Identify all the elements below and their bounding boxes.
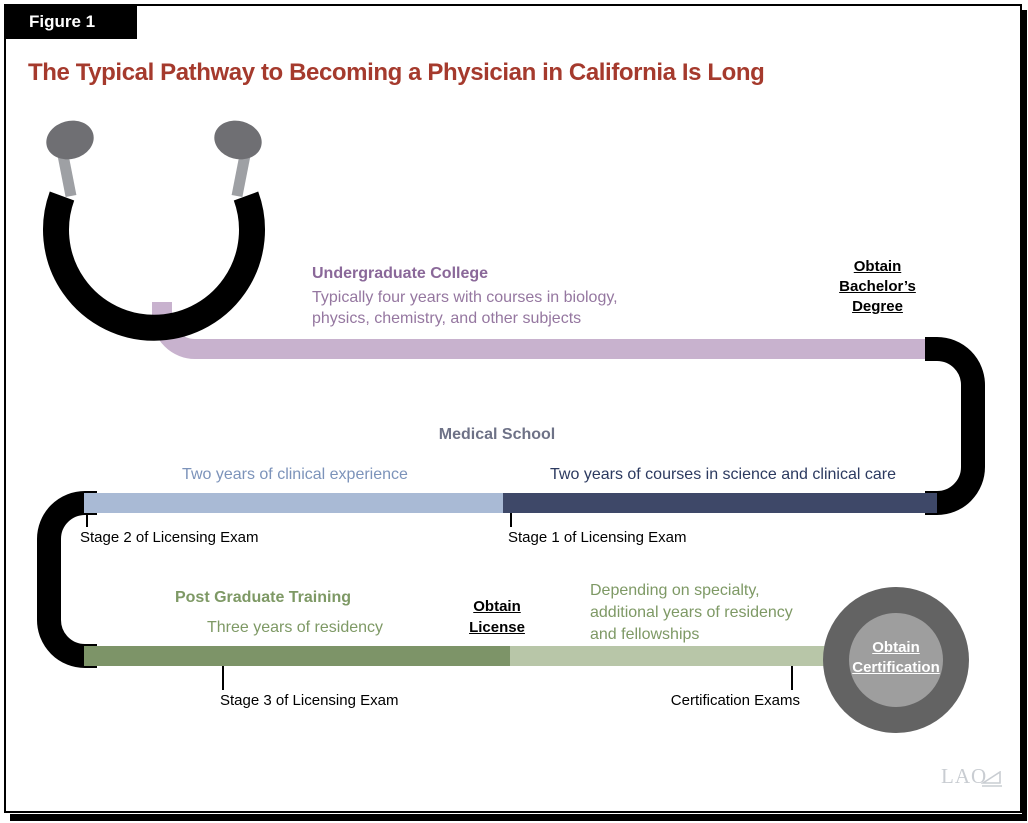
obtain-bachelors-milestone: Obtain Bachelor’s Degree xyxy=(839,258,916,315)
clinical-experience-label: Two years of clinical experience xyxy=(182,466,408,483)
medical-school-heading: Medical School xyxy=(438,426,556,443)
figure-label: Figure 1 xyxy=(4,4,137,39)
stethoscope-earpiece-left-icon xyxy=(46,120,94,160)
obtain-license-milestone: Obtain License xyxy=(469,598,525,636)
certification-exams-label: Certification Exams xyxy=(670,692,800,709)
lao-logo-text: LAO xyxy=(941,764,988,788)
stage2-exam-label: Stage 2 of Licensing Exam xyxy=(80,529,259,546)
chestpiece-inner-icon xyxy=(849,613,943,707)
lao-logo: LAO xyxy=(941,764,1003,789)
science-courses-label: Two years of courses in science and clin… xyxy=(550,466,896,483)
stage1-exam-label: Stage 1 of Licensing Exam xyxy=(508,529,687,546)
pathway-turn-left xyxy=(37,491,97,668)
figure-right-shadow xyxy=(1022,10,1027,821)
pathway-turn-right xyxy=(925,337,985,515)
stethoscope-tube-icon xyxy=(43,191,265,341)
fellowship-label: Depending on specialty, additional years… xyxy=(590,582,793,643)
lao-logo-icon xyxy=(981,771,1003,787)
undergrad-heading: Undergraduate College xyxy=(312,265,489,282)
figure-border xyxy=(4,4,1022,813)
obtain-certification-milestone: Obtain Certification xyxy=(852,639,940,676)
residency-label: Three years of residency xyxy=(206,619,384,636)
figure-title: The Typical Pathway to Becoming a Physic… xyxy=(28,59,765,86)
figure-bottom-shadow xyxy=(10,814,1025,821)
postgrad-heading: Post Graduate Training xyxy=(174,589,352,606)
stethoscope-earpiece-right-icon xyxy=(214,120,262,160)
undergrad-description: Typically four years with courses in bio… xyxy=(312,289,618,327)
stage3-exam-label: Stage 3 of Licensing Exam xyxy=(220,692,399,709)
